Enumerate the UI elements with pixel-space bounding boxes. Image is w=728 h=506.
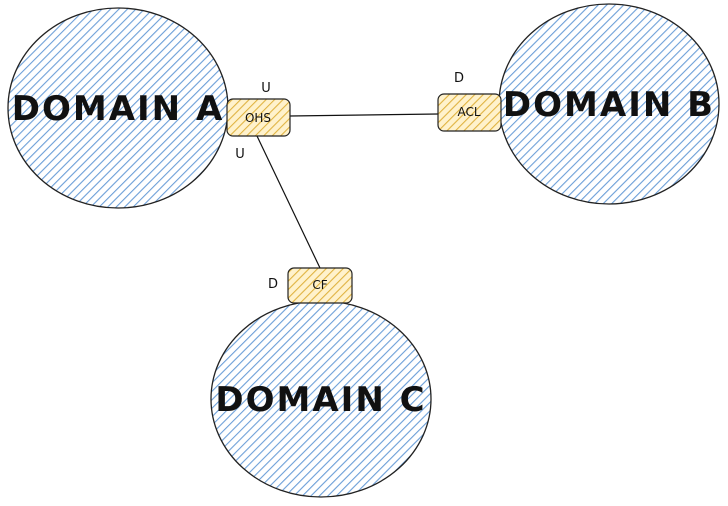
port-ohs: OHS U U	[226, 81, 291, 162]
port-acl-role: D	[454, 71, 464, 86]
domain-c-label: DOMAIN C	[215, 380, 426, 420]
port-acl-label: ACL	[457, 105, 480, 119]
port-cf: CF D	[268, 267, 353, 304]
port-ohs-box	[226, 98, 291, 137]
domain-a: DOMAIN A	[7, 7, 229, 209]
edge-ohs-cf	[256, 135, 321, 269]
domain-c: DOMAIN C	[210, 300, 432, 498]
domain-b: DOMAIN B	[498, 3, 720, 205]
port-ohs-label: OHS	[245, 111, 271, 125]
domain-b-label: DOMAIN B	[503, 85, 715, 125]
domain-a-label: DOMAIN A	[12, 89, 225, 129]
port-cf-label: CF	[312, 278, 327, 292]
port-cf-box	[287, 267, 353, 304]
edge-ohs-acl	[289, 113, 439, 117]
port-acl: ACL D	[437, 71, 502, 132]
port-ohs-role-upstream-bottom: U	[235, 147, 245, 162]
port-cf-role: D	[268, 277, 278, 292]
port-acl-box	[437, 93, 502, 132]
port-ohs-role-upstream-top: U	[261, 81, 271, 96]
